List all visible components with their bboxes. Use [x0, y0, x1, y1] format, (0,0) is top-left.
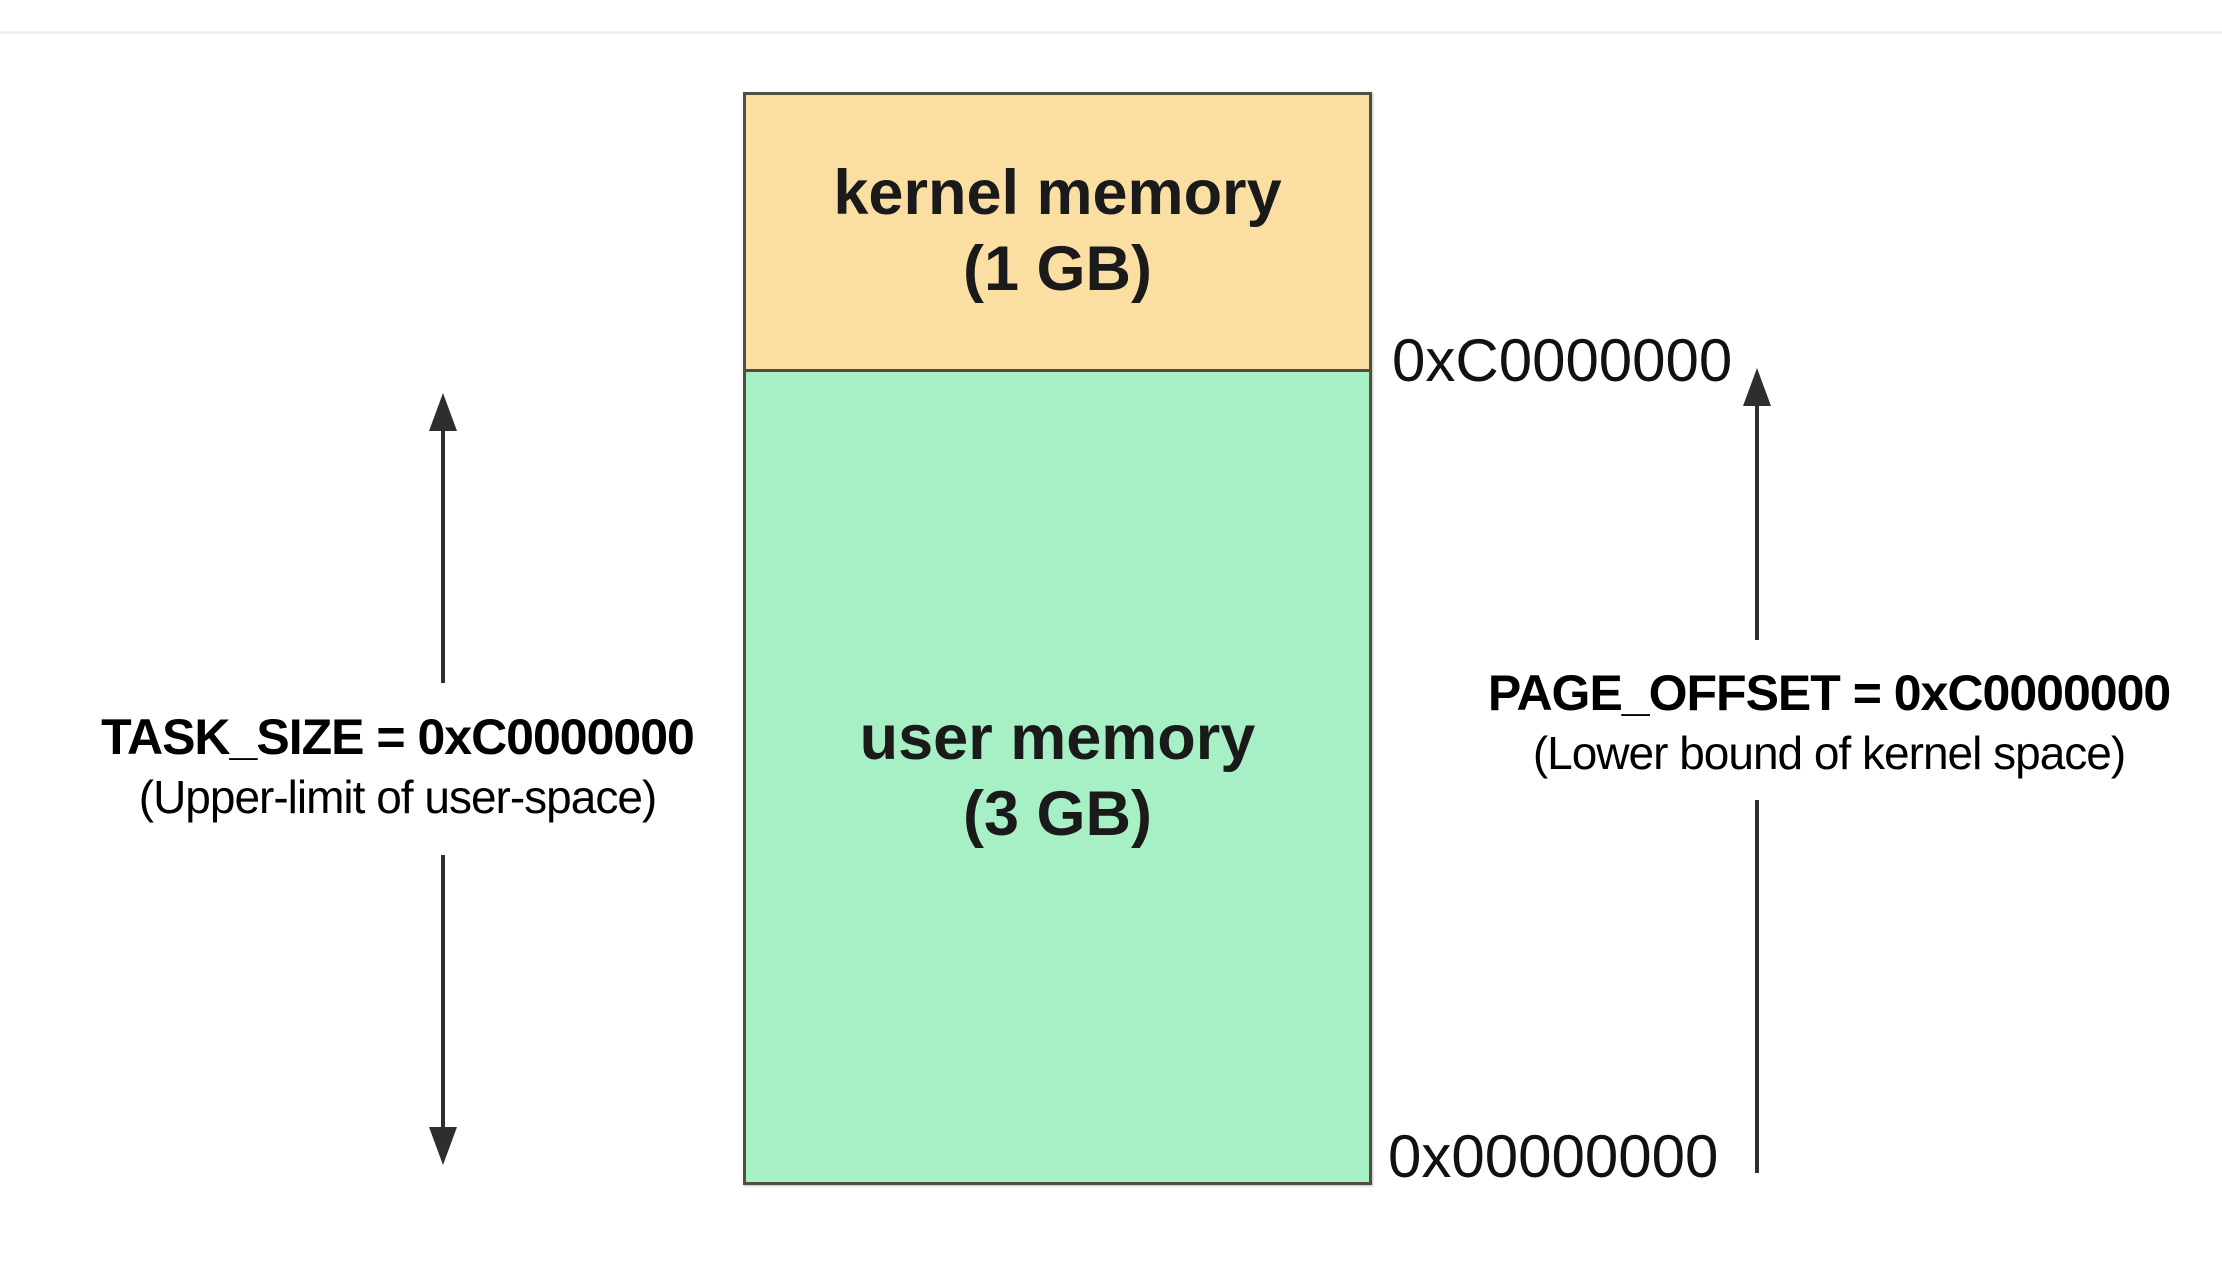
page-offset-subtitle: (Lower bound of kernel space): [1532, 727, 2126, 779]
kernel-memory-size: (1 GB): [963, 234, 1152, 304]
page-offset-title: PAGE_OFFSET = 0xC0000000: [1487, 665, 2171, 721]
slide-top-edge: [0, 31, 2222, 34]
address-label-zero: 0x00000000: [1388, 1123, 1719, 1190]
address-label-kernel-boundary: 0xC0000000: [1392, 327, 1733, 394]
task-size-double-arrow-icon: [429, 393, 457, 1165]
user-memory-label: user memory: [859, 703, 1256, 774]
page-offset-up-arrow-icon: [1743, 368, 1771, 1173]
task-size-annotation: TASK_SIZE = 0xC0000000 (Upper-limit of u…: [50, 710, 745, 824]
task-size-subtitle: (Upper-limit of user-space): [138, 771, 657, 823]
page-offset-annotation: PAGE_OFFSET = 0xC0000000 (Lower bound of…: [1436, 666, 2222, 780]
user-memory-region: user memory (3 GB): [746, 372, 1369, 1182]
user-memory-size: (3 GB): [963, 779, 1152, 849]
virtual-memory-box: kernel memory (1 GB) user memory (3 GB): [743, 92, 1372, 1185]
kernel-memory-region: kernel memory (1 GB): [746, 95, 1369, 372]
kernel-memory-label: kernel memory: [833, 158, 1282, 229]
task-size-title: TASK_SIZE = 0xC0000000: [101, 709, 695, 765]
